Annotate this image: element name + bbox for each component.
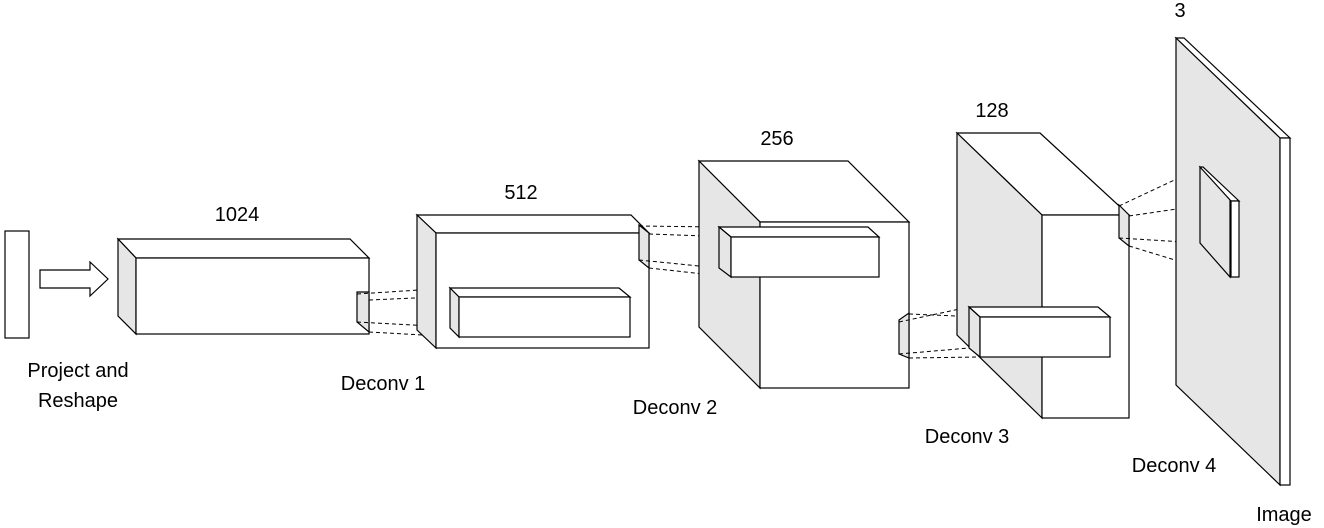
caption-deconv-4: Deconv 4 — [1132, 455, 1217, 477]
caption-deconv-2: Deconv 2 — [633, 397, 718, 419]
block-512 — [415, 213, 651, 350]
input-label-line1: Project and — [27, 360, 128, 382]
channels-label-5: 3 — [1174, 0, 1185, 22]
block-256 — [697, 159, 911, 390]
block-image — [1174, 36, 1292, 487]
input-vector — [4, 230, 30, 339]
caption-deconv-3: Deconv 3 — [925, 426, 1010, 448]
caption-deconv-1: Deconv 1 — [341, 373, 426, 395]
block-128 — [955, 131, 1131, 420]
caption-image: Image — [1256, 504, 1312, 526]
channels-label-3: 256 — [760, 128, 793, 150]
arrow-icon — [39, 260, 109, 298]
channels-label-2: 512 — [504, 182, 537, 204]
input-label-line2: Reshape — [38, 390, 118, 412]
block-1024 — [116, 237, 371, 336]
channels-label-1: 1024 — [215, 204, 260, 226]
kernel-4 — [1118, 203, 1130, 248]
channels-label-4: 128 — [975, 100, 1008, 122]
kernel-2 — [638, 223, 650, 270]
